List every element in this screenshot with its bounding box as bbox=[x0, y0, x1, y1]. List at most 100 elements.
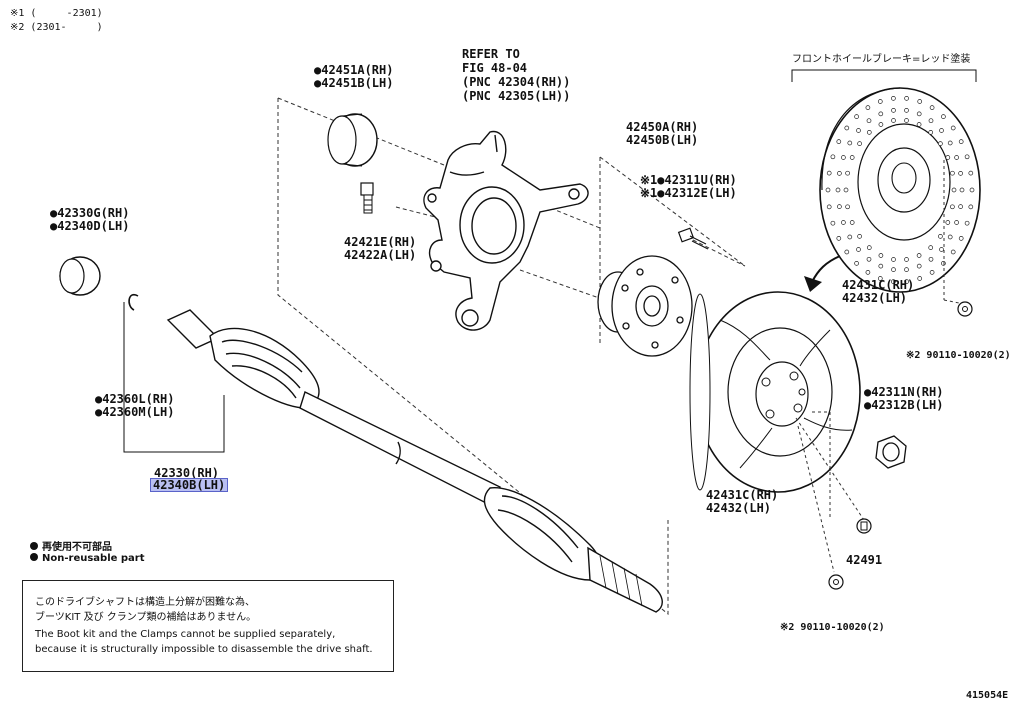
drill-hole bbox=[917, 99, 923, 104]
drill-hole bbox=[929, 270, 935, 275]
drill-hole bbox=[857, 234, 862, 239]
drill-hole bbox=[847, 234, 853, 240]
drill-hole bbox=[958, 139, 964, 144]
part-42360L[interactable]: ●42360L(RH) bbox=[95, 392, 175, 406]
drill-hole bbox=[849, 220, 855, 225]
drill-hole bbox=[950, 249, 956, 255]
drill-hole bbox=[836, 139, 842, 144]
part-42450B[interactable]: 42450B(LH) bbox=[626, 133, 699, 147]
bullet-icon bbox=[30, 542, 38, 550]
note-jp-1: このドライブシャフトは構造上分解が困難な為、 bbox=[35, 597, 255, 608]
drill-hole bbox=[837, 204, 842, 209]
drill-hole bbox=[836, 236, 842, 241]
drill-hole bbox=[904, 257, 909, 262]
drill-hole bbox=[950, 125, 956, 131]
part-42360M[interactable]: ●42360M(LH) bbox=[95, 405, 175, 419]
drill-hole bbox=[938, 234, 943, 239]
drill-hole bbox=[928, 245, 934, 250]
drill-hole bbox=[928, 256, 934, 262]
part-42330G[interactable]: ●42330G(RH) bbox=[50, 206, 130, 220]
part-42450A[interactable]: 42450A(RH) bbox=[626, 120, 699, 134]
drill-hole bbox=[841, 155, 846, 160]
refer-line-3: (PNC 42304(RH)) bbox=[462, 75, 571, 89]
part-42432-upper[interactable]: 42432(LH) bbox=[842, 291, 908, 305]
part-42451B[interactable]: ●42451B(LH) bbox=[314, 76, 394, 90]
drill-hole bbox=[830, 220, 836, 226]
drill-hole bbox=[856, 247, 861, 252]
bolt-42421 bbox=[360, 182, 374, 214]
drill-hole bbox=[877, 276, 883, 281]
drill-hole bbox=[904, 108, 909, 113]
drill-hole bbox=[947, 234, 953, 240]
drill-hole bbox=[891, 257, 896, 262]
part-42312E[interactable]: ※1●42312E(LH) bbox=[640, 186, 737, 200]
drill-hole bbox=[929, 105, 935, 110]
drill-hole bbox=[916, 122, 922, 127]
drill-hole bbox=[837, 171, 842, 176]
part-42491[interactable]: 42491 bbox=[846, 553, 883, 567]
drill-hole bbox=[843, 187, 849, 193]
part-42451A[interactable]: ●42451A(RH) bbox=[314, 63, 394, 77]
drill-hole bbox=[969, 187, 975, 193]
drill-hole bbox=[891, 267, 896, 272]
part-42431C-upper[interactable]: 42431C(RH) bbox=[842, 278, 915, 292]
brake-disc-lower bbox=[689, 291, 861, 493]
drill-hole bbox=[964, 154, 970, 160]
drill-hole bbox=[904, 118, 909, 123]
part-42311U[interactable]: ※1●42311U(RH) bbox=[640, 173, 737, 187]
snap-ring bbox=[128, 293, 139, 311]
drill-hole bbox=[865, 270, 871, 275]
drill-hole bbox=[928, 118, 934, 124]
drill-hole bbox=[904, 267, 909, 272]
drill-hole bbox=[878, 253, 884, 258]
drill-hole bbox=[845, 170, 850, 176]
drill-hole bbox=[954, 155, 959, 160]
part-90110-upper[interactable]: ※2 90110-10020(2) bbox=[906, 350, 1011, 361]
part-42432-lower[interactable]: 42432(LH) bbox=[706, 501, 772, 515]
note-jp-2: ブーツKIT 及び クランプ類の補給はありません。 bbox=[35, 612, 257, 623]
hub-bearing bbox=[597, 255, 693, 357]
drive-shaft-note-box: このドライブシャフトは構造上分解が困難な為、 ブーツKIT 及び クランプ類の補… bbox=[22, 580, 394, 672]
drill-hole bbox=[826, 204, 832, 210]
part-42431C-lower[interactable]: 42431C(RH) bbox=[706, 488, 779, 502]
part-90110-lower[interactable]: ※2 90110-10020(2) bbox=[780, 622, 885, 633]
drill-hole bbox=[847, 140, 853, 146]
drill-hole bbox=[845, 204, 850, 210]
upper-disc-drill-holes bbox=[825, 96, 975, 284]
part-42330[interactable]: 42330(RH) bbox=[154, 466, 220, 480]
drill-hole bbox=[841, 220, 846, 225]
screw-90110-upper bbox=[957, 301, 973, 317]
drill-hole bbox=[854, 261, 859, 266]
refer-line-4: (PNC 42305(LH)) bbox=[462, 89, 571, 103]
drill-hole bbox=[835, 187, 841, 193]
part-42422A[interactable]: 42422A(LH) bbox=[344, 248, 417, 262]
part-42312B[interactable]: ●42312B(LH) bbox=[864, 398, 944, 412]
drill-hole bbox=[945, 220, 951, 225]
range-note-2: ※2 (2301- ) bbox=[10, 22, 103, 33]
refer-line-2[interactable]: FIG 48-04 bbox=[462, 61, 528, 75]
drill-hole bbox=[958, 236, 964, 241]
drill-hole bbox=[939, 128, 944, 133]
part-42340D[interactable]: ●42340D(LH) bbox=[50, 219, 130, 233]
drill-hole bbox=[866, 118, 872, 124]
part-42421E[interactable]: 42421E(RH) bbox=[344, 235, 417, 249]
note-en-2: because it is structurally impossible to… bbox=[35, 644, 373, 655]
drill-hole bbox=[938, 141, 943, 146]
part-42311N[interactable]: ●42311N(RH) bbox=[864, 385, 944, 399]
drill-hole bbox=[954, 220, 959, 225]
drill-hole bbox=[866, 256, 872, 262]
drill-hole bbox=[878, 122, 884, 127]
drill-hole bbox=[951, 187, 957, 193]
part-42340B-highlighted[interactable]: 42340B(LH) bbox=[149, 478, 229, 492]
drill-hole bbox=[916, 253, 922, 258]
drill-hole bbox=[865, 105, 871, 110]
refer-line-1: REFER TO bbox=[462, 47, 520, 61]
legend-jp: 再使用不可部品 bbox=[30, 538, 112, 553]
figure-id: 415054E bbox=[966, 690, 1009, 701]
drill-hole bbox=[878, 263, 884, 269]
drill-hole bbox=[947, 140, 953, 146]
drill-hole bbox=[826, 170, 832, 176]
drill-hole bbox=[945, 155, 951, 160]
drill-hole bbox=[854, 114, 859, 119]
